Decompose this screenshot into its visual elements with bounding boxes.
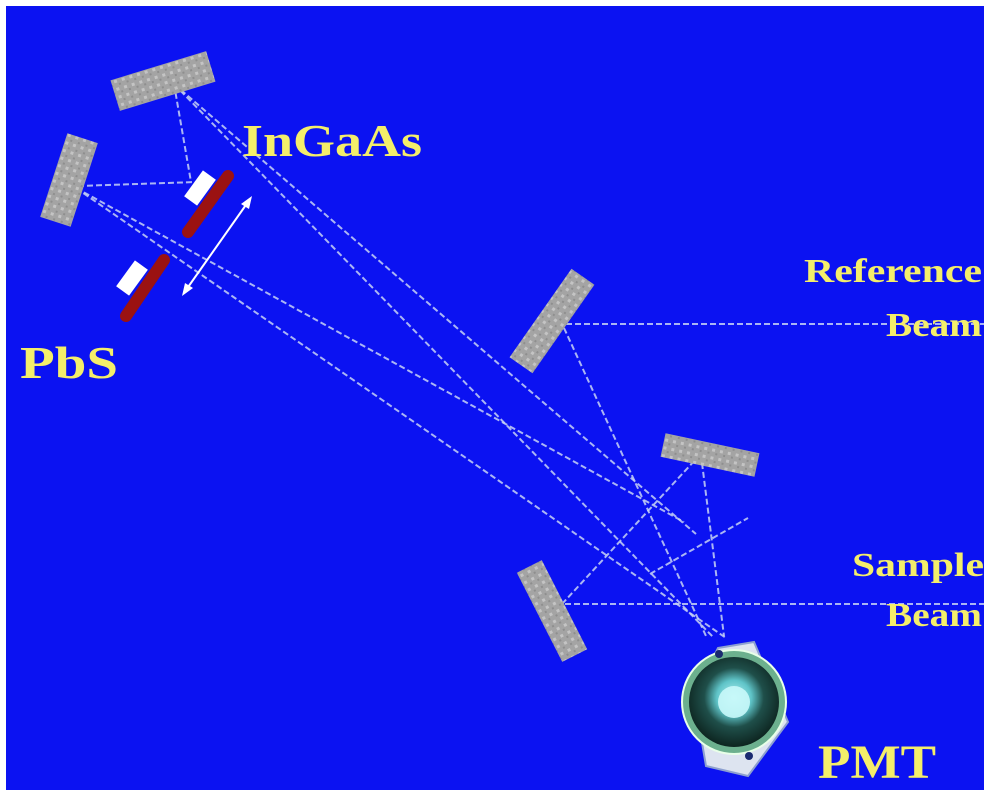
label-pbs: PbS (20, 337, 118, 388)
ingaas-detector (182, 170, 234, 238)
pmt-detector (681, 640, 790, 778)
beam-left-mirror-to-ingaas (77, 181, 197, 187)
beam-top-mirror-to-reference-area (173, 83, 697, 535)
mirror-reference (509, 268, 595, 374)
diagram-background (6, 6, 984, 790)
mirror-left (40, 133, 98, 227)
label-sample-line2: Beam (886, 597, 982, 634)
label-ingaas: InGaAs (242, 115, 422, 166)
beam-reference-to-pmt (563, 327, 707, 637)
label-reference-line1: Reference (804, 253, 982, 290)
beam-cross-dashed (649, 517, 749, 575)
beam-left-mirror-to-sample-area (75, 187, 685, 523)
beam-top-mirror-to-ingaas (173, 83, 192, 183)
beam-left-mirror-to-pmt (75, 187, 727, 639)
beam-paths (75, 83, 984, 639)
label-pmt: PMT (818, 736, 936, 789)
label-reference-line2: Beam (886, 307, 982, 344)
mirror-top-left (110, 51, 216, 111)
pbs-detector (116, 254, 170, 322)
mirror-sample (516, 560, 588, 662)
beam-top-mirror-to-pmt (173, 83, 715, 639)
detector-switch-arrow (182, 196, 252, 296)
beam-upper-mirror-to-pmt (701, 462, 725, 637)
mirror-upper-right (660, 433, 760, 477)
optical-layout-diagram: InGaAs PbS Reference Beam Sample Beam PM… (6, 6, 984, 790)
beam-sample-to-upper-mirror (561, 458, 697, 605)
label-sample-line1: Sample (852, 547, 984, 584)
